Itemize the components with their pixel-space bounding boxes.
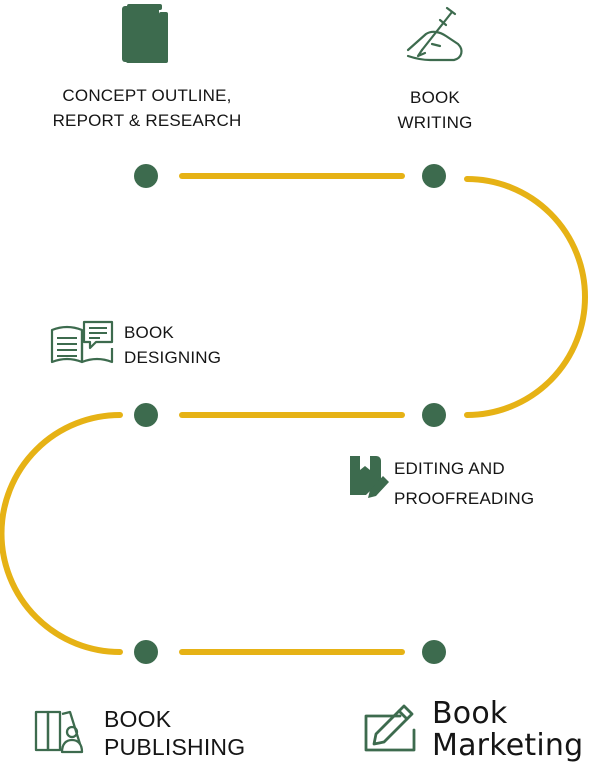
step-publishing-line-1: BOOK (104, 706, 172, 732)
step-concept-label: CONCEPT OUTLINE, REPORT & RESEARCH (38, 84, 256, 133)
node-designing (134, 403, 158, 427)
step-writing-label: BOOK WRITING (375, 86, 495, 135)
step-editing-line-1: EDITING AND (394, 459, 505, 478)
step-marketing-line-1: Book (432, 696, 508, 731)
timeline-track (0, 173, 588, 655)
step-designing-label: BOOK DESIGNING (124, 321, 284, 370)
step-publishing-line-2: PUBLISHING (104, 733, 246, 760)
step-writing-line-1: BOOK (410, 88, 460, 107)
open-book-chat-icon (50, 320, 114, 364)
timeline-nodes (134, 164, 446, 664)
edit-square-icon (364, 704, 416, 752)
track-curve-right (464, 176, 588, 418)
track-curve-left (0, 412, 123, 655)
step-designing-line-1: BOOK (124, 323, 174, 342)
step-editing-line-2: PROOFREADING (394, 488, 535, 508)
step-writing-line-2: WRITING (397, 112, 473, 132)
pen-in-hand-icon (406, 6, 463, 62)
step-concept-line-1: CONCEPT OUTLINE, (62, 86, 232, 105)
step-publishing-label: BOOK PUBLISHING (104, 706, 294, 761)
step-marketing-label: Book Marketing (432, 696, 592, 764)
step-designing-line-2: DESIGNING (124, 347, 222, 367)
step-concept-line-2: REPORT & RESEARCH (52, 110, 242, 130)
book-edit-icon (350, 456, 389, 498)
book-reader-icon (34, 710, 84, 754)
node-publishing (134, 640, 158, 664)
node-editing (422, 403, 446, 427)
step-marketing-line-2: Marketing (432, 728, 584, 764)
node-marketing (422, 640, 446, 664)
node-concept (134, 164, 158, 188)
book-icon (122, 4, 168, 63)
step-editing-label: EDITING AND PROOFREADING (394, 454, 584, 514)
node-writing (422, 164, 446, 188)
